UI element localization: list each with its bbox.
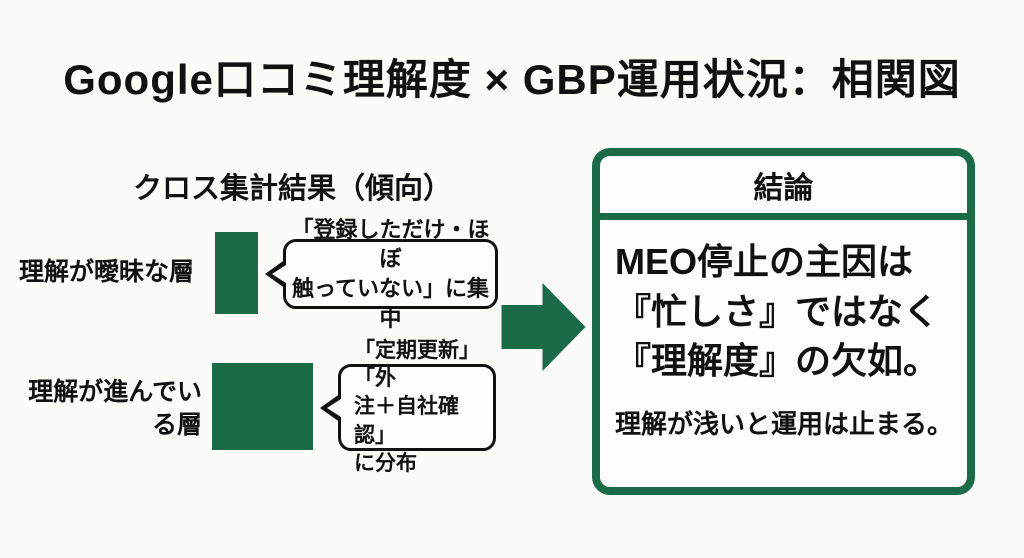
ambiguous-layer-label: 理解が曖昧な層	[18, 258, 194, 286]
advanced-layer-callout: 「定期更新」「外 注＋自社確認」 に分布	[320, 339, 496, 475]
page-title: Google口コミ理解度 × GBP運用状況：相関図	[63, 56, 961, 103]
arrow-right-icon	[501, 283, 586, 371]
ambiguous-layer-callout: 「登録しただけ・ほぼ 触っていない」に集中	[265, 217, 498, 331]
ambiguous-layer-bar	[215, 232, 258, 314]
conclusion-body: MEO停止の主因は 『忙しさ』ではなく 『理解度』の欠如。	[615, 241, 940, 382]
advanced-layer-bar	[212, 363, 313, 450]
divider	[600, 213, 967, 220]
cross-tab-heading: クロス集計結果（傾向）	[133, 173, 453, 205]
ambiguous-layer-callout-text: 「登録しただけ・ほぼ 触っていない」に集中	[291, 216, 490, 331]
conclusion-panel: 結論 MEO停止の主因は 『忙しさ』ではなく 『理解度』の欠如。 理解が浅いと運…	[592, 148, 975, 495]
advanced-layer-callout-text: 「定期更新」「外 注＋自社確認」 に分布	[354, 338, 480, 476]
advanced-layer-label: 理解が進んでい る層	[28, 378, 202, 439]
conclusion-note: 理解が浅いと運用は止まる。	[615, 409, 954, 440]
conclusion-heading: 結論	[753, 171, 814, 205]
